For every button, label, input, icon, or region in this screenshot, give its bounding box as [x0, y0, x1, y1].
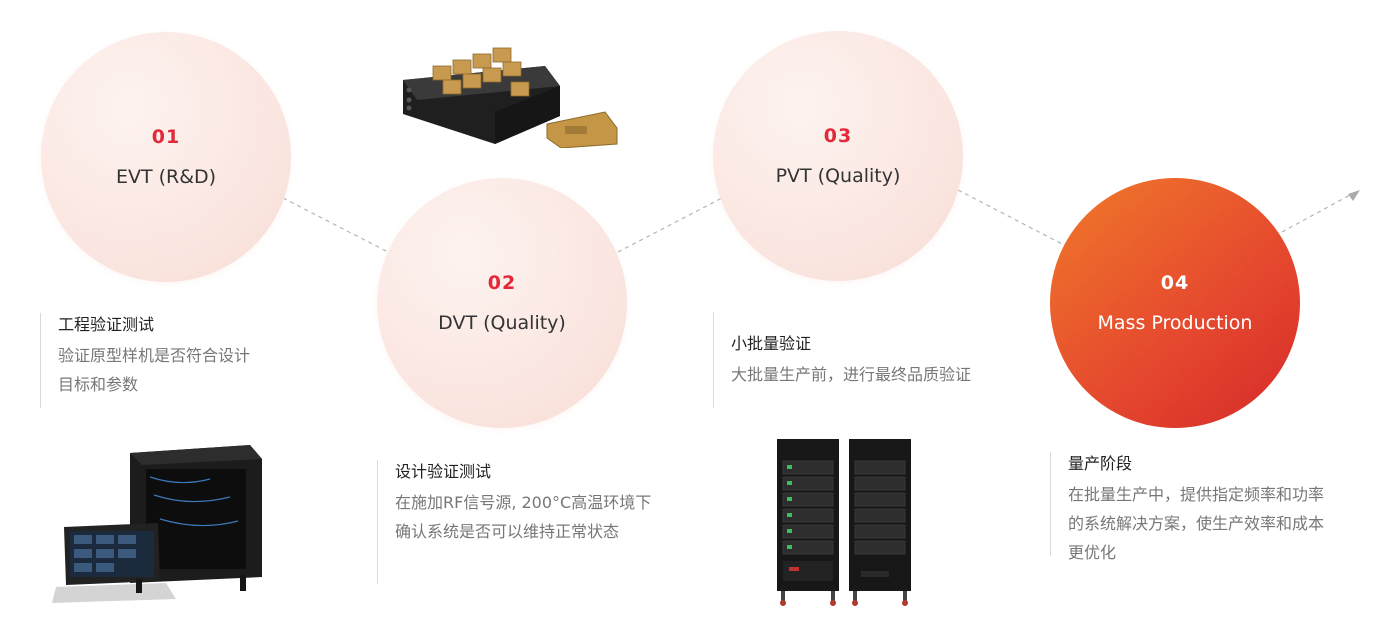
rack-with-laptop-image	[52, 445, 262, 603]
stage-circle-dvt: 02 DVT (Quality)	[377, 178, 627, 428]
stage-circle-mass-production: 04 Mass Production	[1050, 178, 1300, 428]
stage-circle-evt: 01 EVT (R&D)	[41, 32, 291, 282]
connector-2-3	[617, 197, 723, 253]
stage-description-line: 的系统解决方案，使生产效率和成本	[1068, 514, 1325, 533]
connector-3-4	[957, 189, 1065, 246]
stage-description-mass-production: 量产阶段 在批量生产中，提供指定频率和功率 的系统解决方案，使生产效率和成本 更…	[1050, 452, 1370, 562]
stage-name: EVT (R&D)	[115, 166, 217, 188]
stage-number: 02	[487, 272, 517, 294]
stage-name: DVT (Quality)	[438, 312, 566, 334]
stage-description-line: 大批量生产前，进行最终品质验证	[731, 365, 972, 384]
stage-number: 04	[1160, 272, 1190, 294]
stage-description-dvt: 设计验证测试 在施加RF信号源, 200°C高温环境下 确认系统是否可以维持正常…	[377, 460, 687, 584]
arrow-head-icon	[1348, 190, 1360, 201]
stage-description-evt: 工程验证测试 验证原型样机是否符合设计 目标和参数	[40, 313, 320, 408]
stage-description-line: 在施加RF信号源, 200°C高温环境下	[395, 493, 652, 512]
connector-4-out	[1281, 194, 1351, 233]
stage-description-line: 在批量生产中，提供指定频率和功率	[1068, 485, 1325, 504]
stage-circle-pvt: 03 PVT (Quality)	[713, 31, 963, 281]
gold-rf-modules-image	[403, 47, 618, 148]
stage-description-pvt: 小批量验证 大批量生产前，进行最终品质验证	[713, 312, 1013, 408]
connector-1-2	[282, 197, 389, 253]
stage-description-line: 确认系统是否可以维持正常状态	[395, 522, 620, 541]
stage-description-title: 工程验证测试	[58, 315, 155, 334]
stage-description-line: 目标和参数	[58, 375, 139, 394]
stage-description-line: 验证原型样机是否符合设计	[58, 346, 251, 365]
stage-description-title: 量产阶段	[1068, 454, 1133, 473]
stage-number: 01	[151, 126, 181, 148]
stage-description-line: 更优化	[1068, 543, 1117, 562]
stage-name: PVT (Quality)	[775, 165, 901, 187]
stage-number: 03	[823, 125, 853, 147]
stage-name: Mass Production	[1097, 312, 1253, 334]
stage-description-title: 设计验证测试	[395, 462, 492, 481]
twin-server-cabinets-image	[777, 439, 911, 606]
stage-description-title: 小批量验证	[731, 334, 812, 353]
